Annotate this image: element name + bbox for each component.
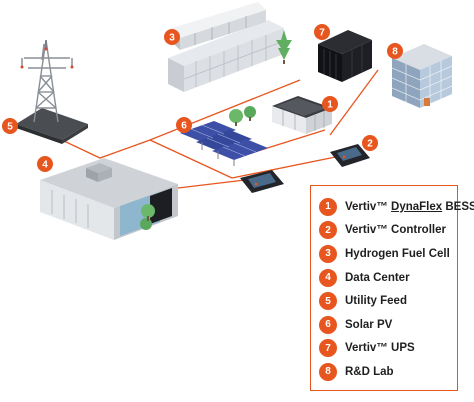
office-building-icon xyxy=(391,44,453,108)
legend-label-prefix: Vertiv™ xyxy=(345,200,392,213)
data-center-icon xyxy=(40,158,178,240)
svg-text:1: 1 xyxy=(327,100,333,111)
legend-label: Utility Feed xyxy=(345,295,407,308)
svg-text:7: 7 xyxy=(319,28,325,39)
transmission-tower-icon xyxy=(16,39,88,144)
svg-text:6: 6 xyxy=(181,121,187,132)
controller-icon xyxy=(240,170,284,193)
legend-label: Vertiv™ Controller xyxy=(345,224,446,237)
legend-item: 1 Vertiv™ DynaFlex BESS xyxy=(319,195,474,219)
solar-panel-icon xyxy=(180,121,268,166)
legend-label: Data Center xyxy=(345,271,410,284)
controller-icon xyxy=(330,144,370,167)
legend-item: 7 Vertiv™ UPS xyxy=(319,337,457,361)
legend-box: 1 Vertiv™ DynaFlex BESS 2 Vertiv™ Contro… xyxy=(310,185,474,391)
svg-text:5: 5 xyxy=(7,122,13,133)
connection-lines xyxy=(29,69,379,189)
ups-cabinet-icon xyxy=(318,30,372,82)
legend-list: 1 Vertiv™ DynaFlex BESS 2 Vertiv™ Contro… xyxy=(311,186,474,384)
legend-item: 8 R&D Lab xyxy=(319,360,457,384)
badge-4: 4 xyxy=(37,156,53,172)
legend-number-badge: 7 xyxy=(319,339,337,358)
legend-number-badge: 8 xyxy=(319,362,337,381)
svg-text:2: 2 xyxy=(367,139,373,150)
legend-item: 3 Hydrogen Fuel Cell xyxy=(319,242,457,266)
svg-text:3: 3 xyxy=(169,33,175,44)
tree-icon xyxy=(276,30,292,64)
badge-3: 3 xyxy=(164,29,180,45)
badge-6: 6 xyxy=(176,117,192,133)
legend-item: 6 Solar PV xyxy=(319,313,457,337)
legend-number-badge: 1 xyxy=(319,197,337,216)
battery-storage-icon xyxy=(272,96,332,134)
legend-number-badge: 4 xyxy=(319,268,337,287)
svg-text:4: 4 xyxy=(42,160,48,171)
legend-label: Vertiv™ UPS xyxy=(345,342,415,355)
legend-label: R&D Lab xyxy=(345,365,394,378)
legend-item: 4 Data Center xyxy=(319,266,457,290)
legend-item: 5 Utility Feed xyxy=(319,289,457,313)
legend-item: 2 Vertiv™ Controller xyxy=(319,219,457,243)
svg-text:8: 8 xyxy=(392,47,398,58)
legend-number-badge: 6 xyxy=(319,315,337,334)
legend-number-badge: 5 xyxy=(319,292,337,311)
fuel-cell-icon xyxy=(168,2,285,92)
legend-label: Hydrogen Fuel Cell xyxy=(345,247,450,260)
badge-8: 8 xyxy=(387,43,403,59)
legend-label: Vertiv™ DynaFlex BESS xyxy=(345,201,474,213)
legend-label: Solar PV xyxy=(345,318,393,331)
legend-number-badge: 2 xyxy=(319,221,337,240)
badge-1: 1 xyxy=(322,96,338,112)
badge-2: 2 xyxy=(362,135,378,151)
badge-7: 7 xyxy=(314,24,330,40)
legend-label-suffix: BESS xyxy=(442,200,474,213)
legend-label-product: DynaFlex xyxy=(391,200,443,213)
tree-icon xyxy=(140,204,155,230)
badge-5: 5 xyxy=(2,118,18,134)
legend-number-badge: 3 xyxy=(319,244,337,263)
tree-icon xyxy=(229,106,256,126)
